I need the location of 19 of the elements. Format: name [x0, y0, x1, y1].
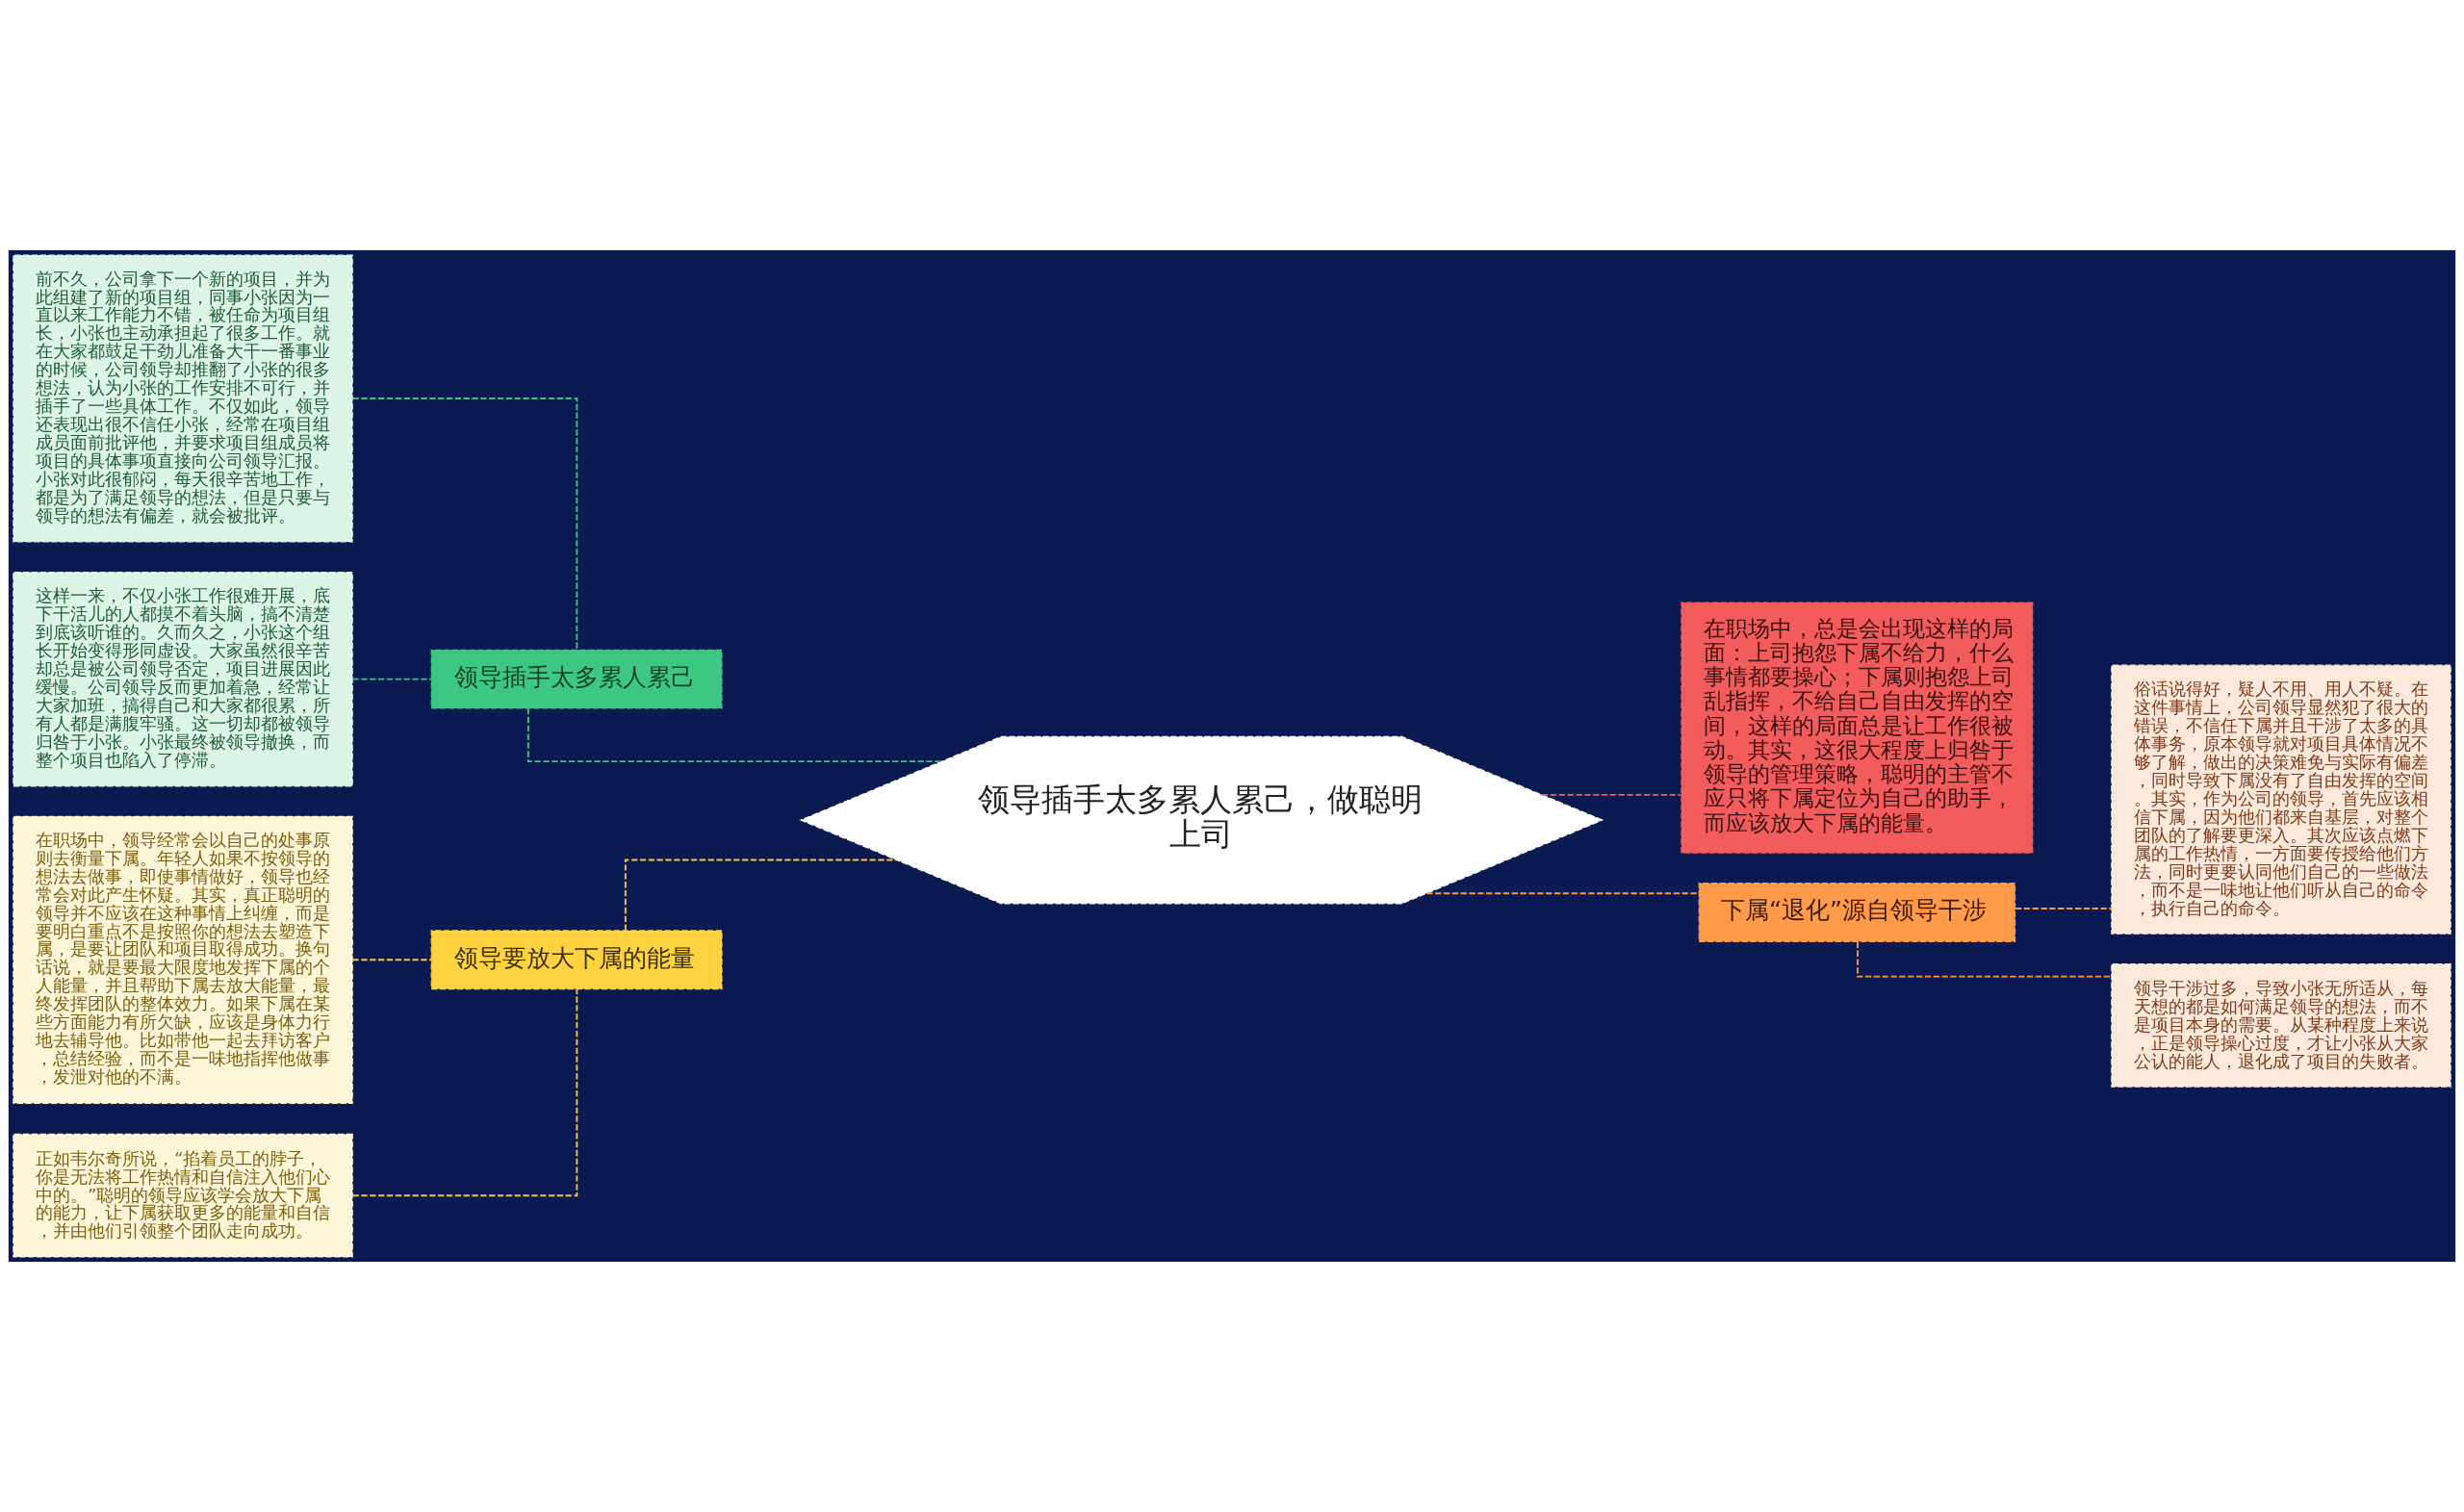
node-box: 前不久，公司拿下一个新的项目，并为此组建了新的项目组，同事小张因为一直以来工作能力不错，被任命为项目组长，小张也主动承担起了很多工作。就在大家都鼓足干劲儿准备大干一番事业的时候，公司领导却推翻了小张的很多想法，认为小张的工作安排不可行，并插手了一些具体工作。不仅如此，领导还表现出很不信任小张，经常在项目组成员面前批评他，并要求项目组成员将项目的具体事项直接向公司领导汇报。小张对此很郁闷，每天很辛苦地工作，都是为了满足领导的想法，但是只要与领导的想法有偏差，就会被批评。	[13, 254, 353, 543]
node-box: 在职场中，领导经常会以自己的处事原则去衡量下属。年轻人如果不按领导的想法去做事，即使事情做好，领导也经常会对此产生怀疑。其实，真正聪明的领导并不应该在这种事情上纠缠，而是要明白重点不是按照你的想法去塑造下属，是要让团队和项目取得成功。换句话说，就是要最大限度地发挥下属的个人能量，并且帮助下属去放大能量，最终发挥团队的整体效力。如果下属在某些方面能力有所欠缺，应该是身体力行地去辅导他。比如带他一起去拜访客户，总结经验，而不是一味地指挥他做事，发泄对他的不满。	[13, 815, 353, 1104]
node-box: 这样一来，不仅小张工作很难开展，底下干活儿的人都摸不着头脑，搞不清楚到底该听谁的。久而久之，小张这个组长开始变得形同虚设。大家虽然很辛苦却总是被公司领导否定，项目进展因此缓慢。公司领导反而更加着急，经常让大家加班，搞得自己和大家都很累，所有人都是满腹牢骚。这一切却都被领导归咎于小张。小张最终被领导撤换，而整个项目也陷入了停滞。	[13, 571, 353, 787]
connector	[351, 959, 432, 961]
node-box: 在职场中，总是会出现这样的局面：上司抱怨下属不给力，什么事情都要操心；下属则抱怨上司乱指挥，不给自己自由发挥的空间，这样的局面总是让工作很被动。其实，这很大程度上归咎于领导的管理策略，聪明的主管不应只将下属定位为自己的助手，而应该放大下属的能量。	[1681, 602, 2034, 854]
connector	[351, 397, 578, 651]
connector	[526, 707, 943, 763]
node-box: 俗话说得好，疑人不用、用人不疑。在这件事情上，公司领导显然犯了很大的错误，不信任下属并且干涉了太多的具体事务，原本领导就对项目具体情况不够了解，做出的决策难免与实际有偏差，同时导致下属没有了自由发挥的空间。其实，作为公司的领导，首先应该相信下属，因为他们都来自基层，对整个团队的了解要更深入。其次应该点燃下属的工作热情，一方面要传授给他们方法，同时更要认同他们自己的一些做法，而不是一味地让他们听从自己的命令，执行自己的命令。	[2111, 664, 2451, 935]
connector	[624, 859, 898, 932]
node-box: 领导插手太多累人累己	[430, 649, 723, 709]
connector	[2015, 908, 2113, 910]
node-box: 领导干涉过多，导致小张无所适从，每天想的都是如何满足领导的想法，而不是项目本身的需要。从某种程度上来说，正是领导操心过度，才让小张从大家公认的能人，退化成了项目的失败者。	[2111, 963, 2451, 1088]
connector	[351, 678, 432, 680]
node-box: 下属“退化”源自领导干涉	[1698, 883, 2016, 942]
node-box: 领导要放大下属的能量	[430, 930, 723, 990]
connector	[1540, 793, 1682, 796]
connector	[1857, 940, 2113, 978]
connector	[351, 987, 578, 1197]
node-box: 正如韦尔奇所说，“掐着员工的脖子，你是无法将工作热情和自信注入他们心中的。”聪明的领导应该学会放大下属的能力，让下属获取更多的能量和自信，并由他们引领整个团队走向成功。	[13, 1133, 353, 1258]
